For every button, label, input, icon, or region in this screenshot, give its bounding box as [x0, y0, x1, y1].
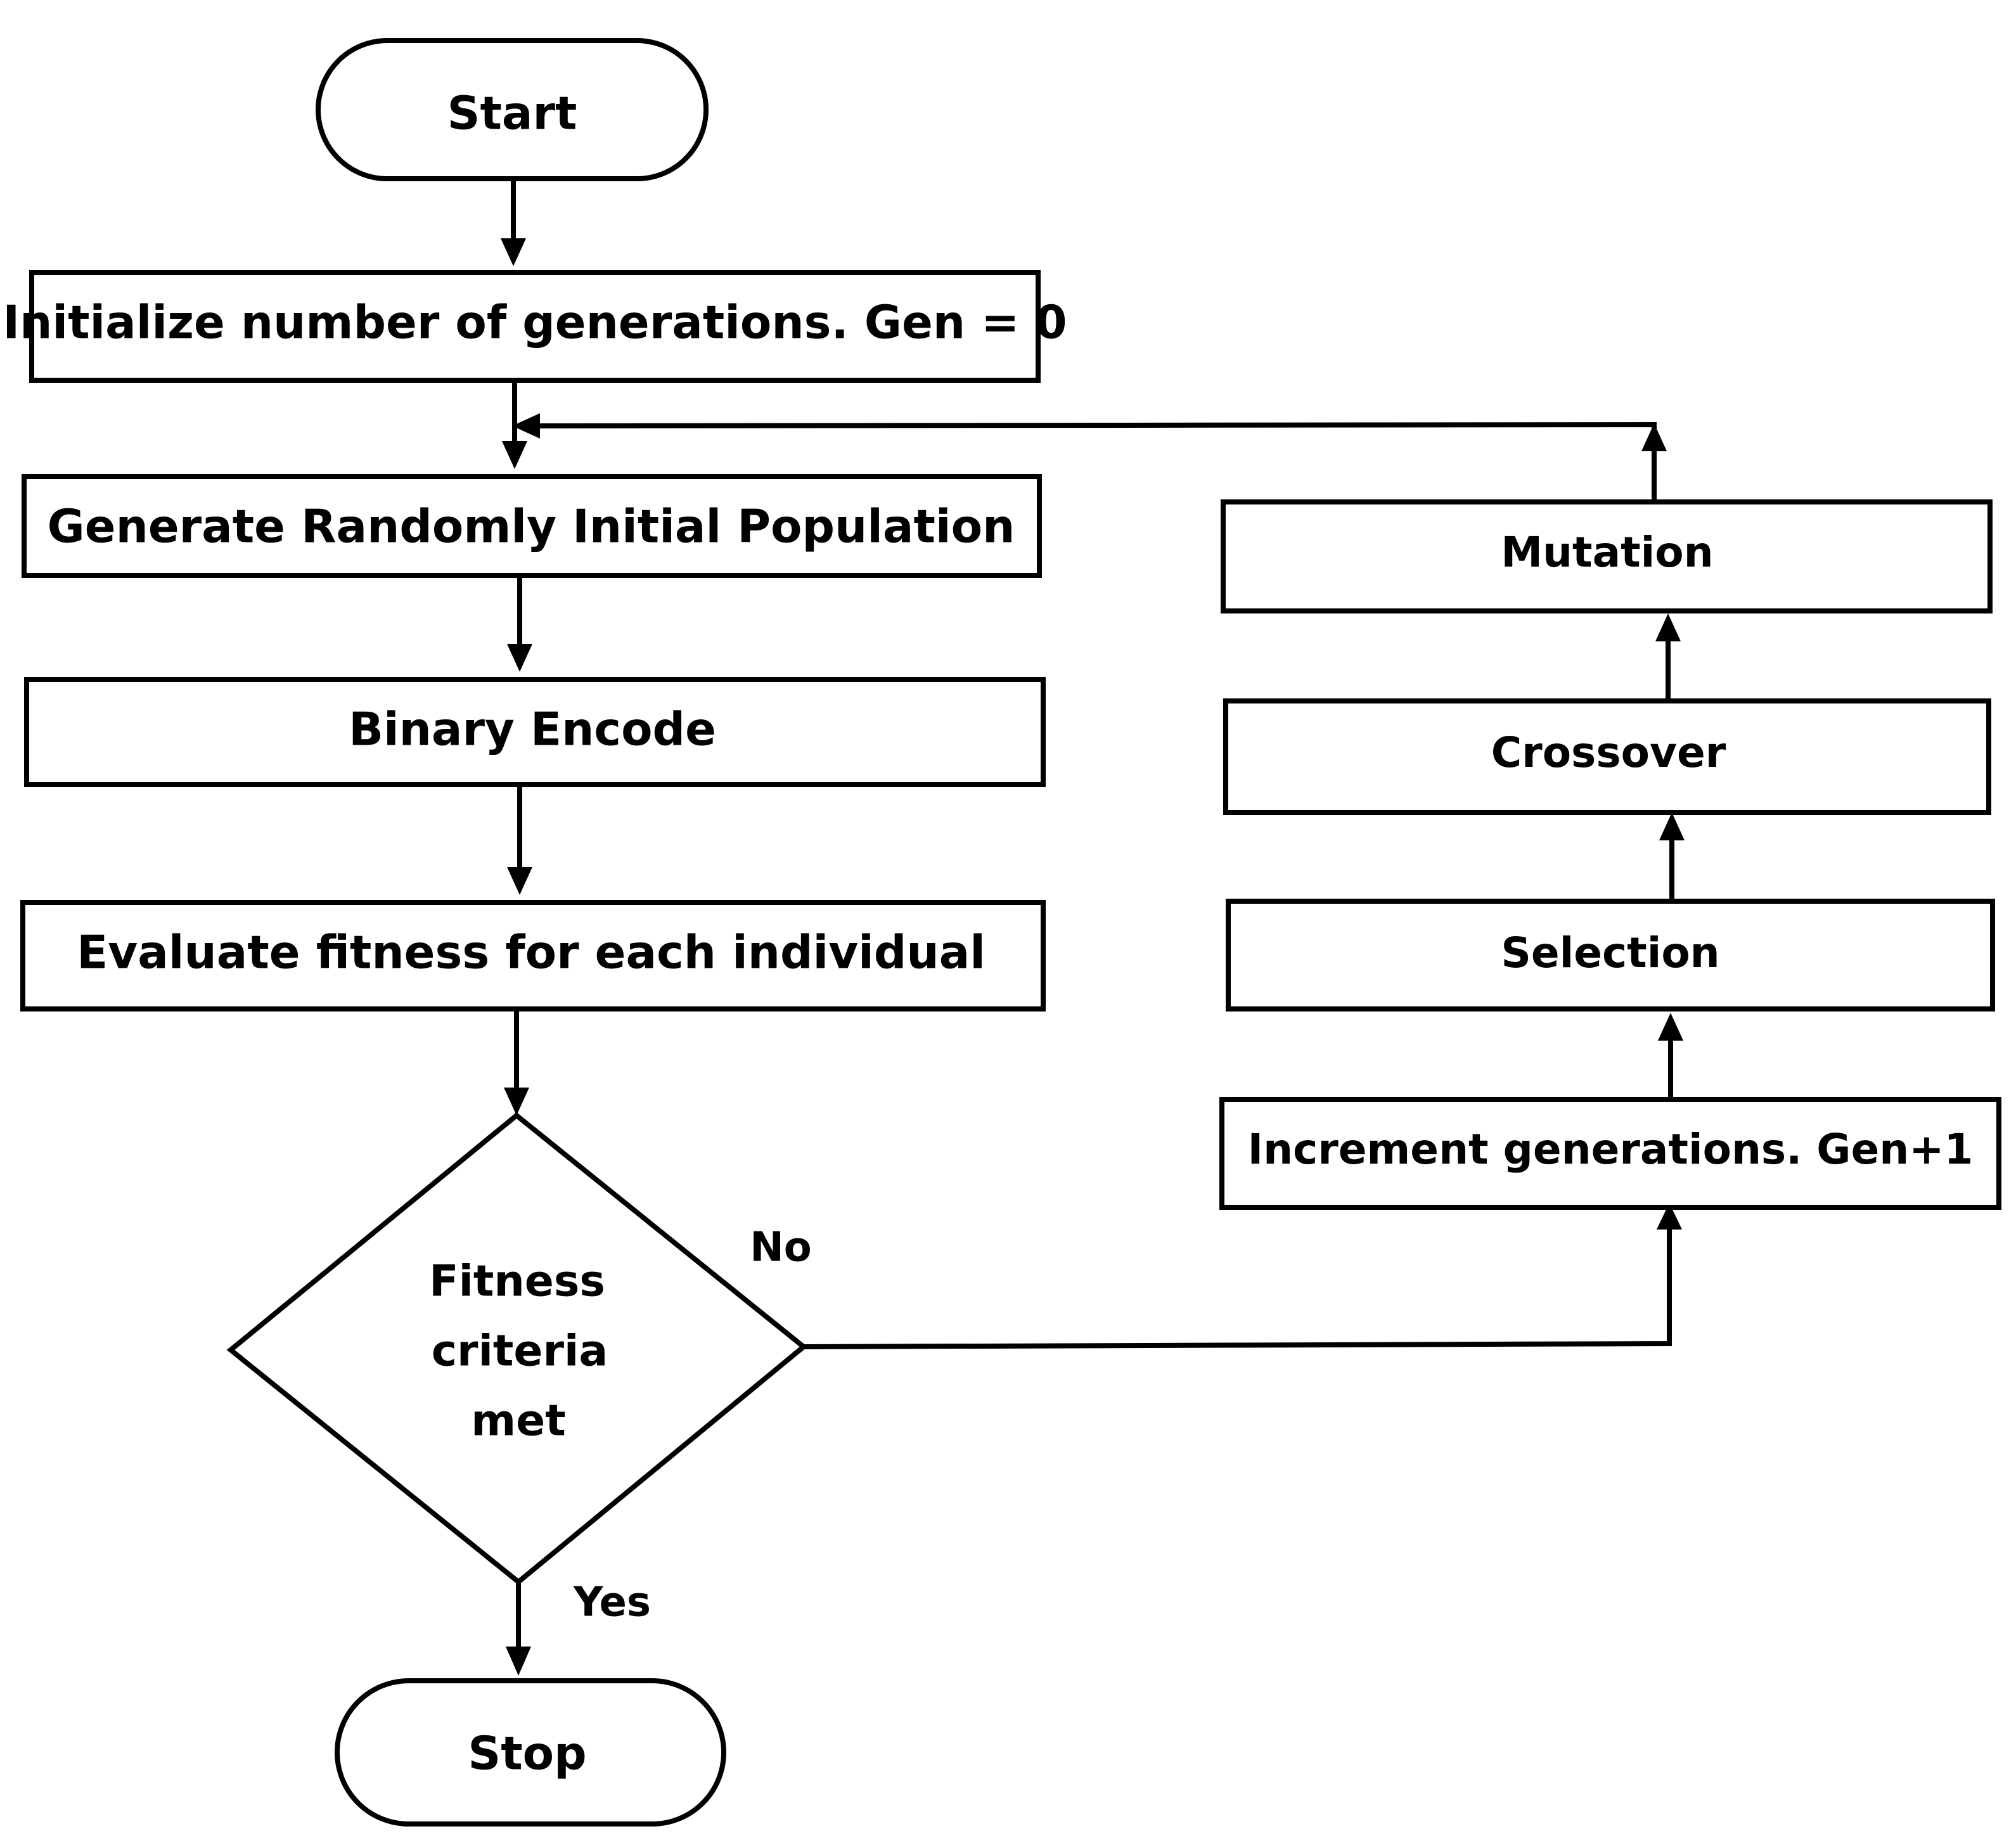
arrowhead-selection	[1658, 1013, 1683, 1041]
edge-label-yes: Yes	[573, 1579, 651, 1626]
evaluate-fitness-box: Evaluate fitness for each individual	[20, 900, 1046, 1011]
decision-label-line1: Fitness	[429, 1257, 605, 1307]
start-label: Start	[447, 87, 577, 140]
stop-label: Stop	[468, 1727, 586, 1780]
crossover-label: Crossover	[1491, 728, 1726, 777]
mutation-label: Mutation	[1501, 528, 1713, 577]
arrowhead-mutation	[1655, 613, 1681, 641]
connectors	[501, 179, 1685, 1676]
generate-population-label: Generate Randomly Initial Population	[48, 500, 1015, 553]
mutation-box: Mutation	[1221, 499, 1993, 613]
binary-encode-box: Binary Encode	[24, 677, 1046, 787]
start-terminal: Start	[316, 38, 709, 181]
arrowhead-loop-left	[512, 413, 540, 439]
edge-decision-to-increment	[803, 1228, 1672, 1349]
arrowhead-evaluate	[507, 867, 532, 895]
binary-encode-label: Binary Encode	[349, 703, 716, 756]
arrowhead-population	[502, 441, 527, 469]
increment-generations-box: Increment generations. Gen+1	[1219, 1097, 2001, 1210]
initialize-generations-label: Initialize number of generations. Gen = …	[3, 296, 1067, 349]
arrowhead-crossover	[1659, 812, 1685, 840]
decision-label-line2: criteria	[432, 1326, 608, 1377]
selection-box: Selection	[1226, 899, 1995, 1011]
arrowhead-encode	[507, 644, 532, 672]
fitness-criteria-decision: Fitness criteria met	[226, 1112, 808, 1586]
initialize-generations-box: Initialize number of generations. Gen = …	[3, 270, 1067, 383]
stop-terminal: Stop	[335, 1678, 726, 1827]
arrowhead-loop-up	[1641, 423, 1667, 451]
generate-population-box: Generate Randomly Initial Population	[22, 474, 1042, 578]
arrowhead-decision	[504, 1088, 529, 1115]
arrowhead-increment	[1657, 1203, 1682, 1230]
arrowhead-init	[501, 238, 526, 266]
increment-generations-label: Increment generations. Gen+1	[1248, 1125, 1974, 1174]
selection-label: Selection	[1501, 928, 1719, 977]
crossover-box: Crossover	[1223, 698, 1991, 815]
edge-label-no: No	[750, 1224, 812, 1271]
arrowhead-stop	[506, 1647, 531, 1676]
evaluate-fitness-label: Evaluate fitness for each individual	[77, 926, 986, 979]
decision-label-line3: met	[471, 1396, 565, 1446]
